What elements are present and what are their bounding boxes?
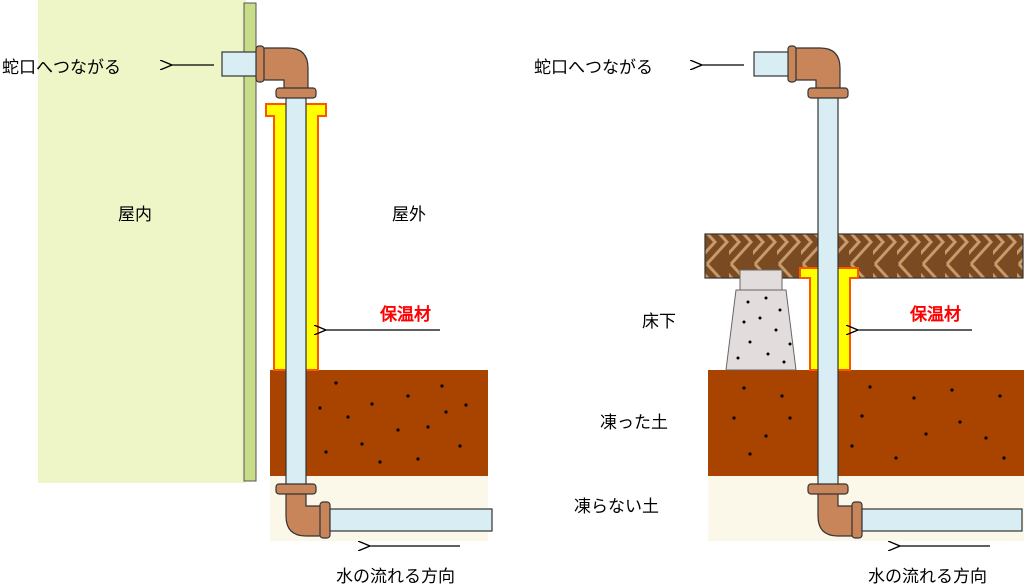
right-bottom-pipe <box>861 508 1023 532</box>
indoor-label: 屋内 <box>118 205 152 225</box>
right-top-elbow <box>793 47 841 95</box>
right-insulation-label: 保温材 <box>909 304 961 325</box>
right-vertical-pipe <box>817 93 839 491</box>
left-panel: 蛇口へつながる 屋内 屋外 保温材 水の流れる方向 <box>2 0 493 586</box>
footing-post <box>739 269 783 291</box>
frozen-soil-label: 凍った土 <box>600 413 668 433</box>
right-flow-label: 水の流れる方向 <box>868 567 987 586</box>
left-top-elbow <box>261 47 309 95</box>
right-faucet-label: 蛇口へつながる <box>534 58 653 78</box>
unfrozen-soil-label: 凍らない土 <box>574 497 659 517</box>
outdoor-label: 屋外 <box>392 205 426 225</box>
house-wall <box>243 2 257 482</box>
left-insulation-label: 保温材 <box>379 304 431 325</box>
right-panel: 蛇口へつながる 床下 保温材 凍った土 凍らない土 水の流れる方向 <box>534 45 1024 586</box>
right-faucet-pipe <box>753 51 793 77</box>
left-bottom-elbow <box>285 489 323 537</box>
right-bottom-elbow <box>817 489 855 537</box>
under-floor-label: 床下 <box>642 312 676 332</box>
footing-dots <box>736 296 792 364</box>
left-vertical-pipe <box>285 93 307 491</box>
right-soil-dots <box>732 385 1006 460</box>
indoor-area <box>38 0 246 483</box>
left-faucet-label: 蛇口へつながる <box>2 58 121 78</box>
left-bottom-pipe <box>329 508 493 532</box>
left-faucet-pipe <box>221 51 261 77</box>
left-flow-label: 水の流れる方向 <box>336 567 455 586</box>
right-frozen-soil <box>708 370 1024 476</box>
left-soil-dots <box>318 381 468 464</box>
